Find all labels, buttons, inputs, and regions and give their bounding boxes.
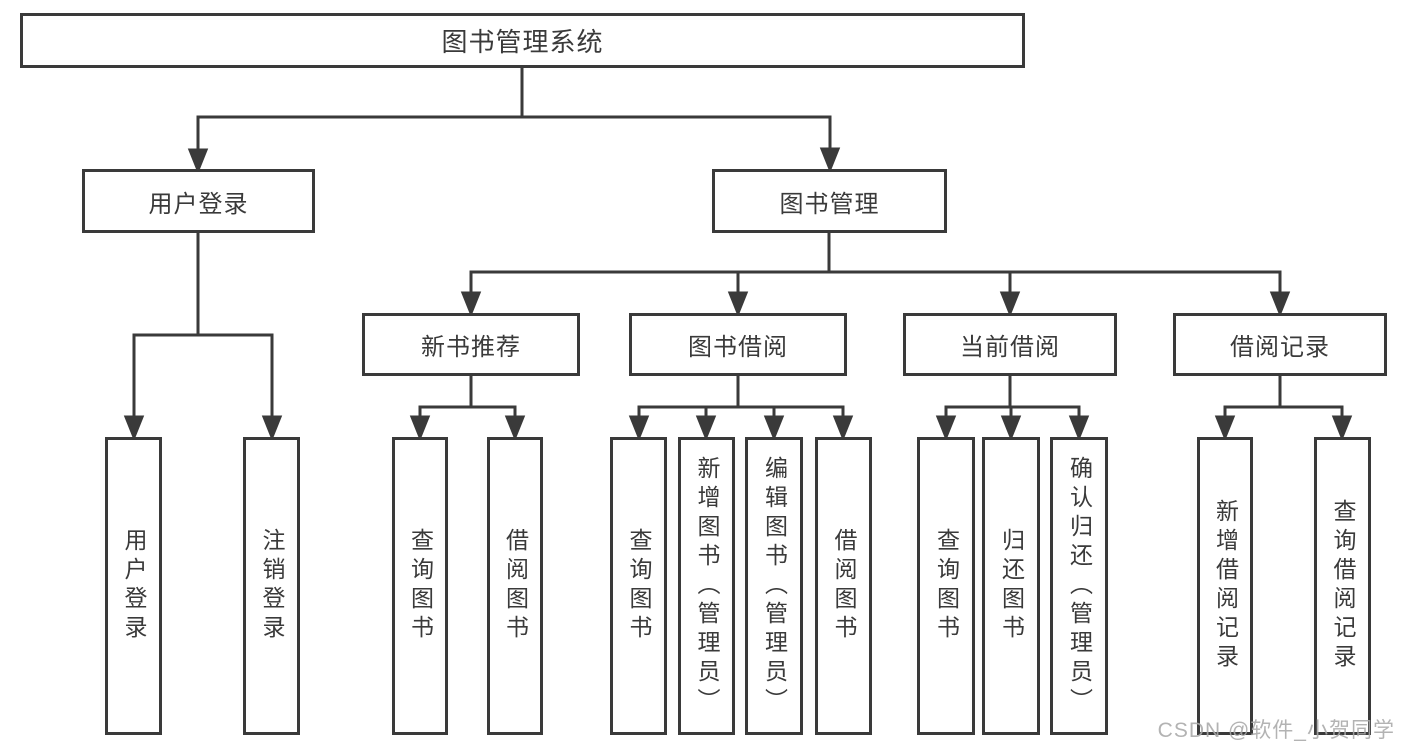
leaf-recommend-query-books: 查询图书 xyxy=(392,437,448,735)
leaf-borrowing-edit-books-label: 编辑图书（管理员） xyxy=(761,455,788,717)
node-user-login-label: 用户登录 xyxy=(148,190,249,218)
leaf-recommend-query-books-label: 查询图书 xyxy=(407,528,434,644)
leaf-current-return-books-label: 归还图书 xyxy=(998,528,1025,644)
csdn-watermark: CSDN @软件_小贺同学 xyxy=(1157,719,1395,742)
leaf-borrowing-edit-books: 编辑图书（管理员） xyxy=(745,437,803,735)
leaf-current-return-books: 归还图书 xyxy=(982,437,1040,735)
leaf-borrowing-borrow-books: 借阅图书 xyxy=(815,437,872,735)
leaf-borrowing-query-books: 查询图书 xyxy=(610,437,667,735)
node-root: 图书管理系统 xyxy=(20,13,1025,68)
leaf-current-query-books-label: 查询图书 xyxy=(933,528,960,644)
node-current-borrowing: 当前借阅 xyxy=(903,313,1117,376)
node-borrowing-records-label: 借阅记录 xyxy=(1230,334,1330,361)
leaf-logout-label: 注销登录 xyxy=(259,528,285,644)
leaf-recommend-borrow-books: 借阅图书 xyxy=(487,437,543,735)
leaf-records-query-record: 查询借阅记录 xyxy=(1314,437,1371,735)
leaf-current-query-books: 查询图书 xyxy=(917,437,975,735)
connector-book-borrowing-to-leaves xyxy=(628,375,854,442)
node-root-label: 图书管理系统 xyxy=(441,27,604,57)
node-book-management-label: 图书管理 xyxy=(779,190,880,218)
node-new-book-recommend-label: 新书推荐 xyxy=(421,334,521,361)
leaf-records-add-record-label: 新增借阅记录 xyxy=(1212,499,1239,673)
leaf-borrowing-add-books-label: 新增图书（管理员） xyxy=(694,455,720,717)
connector-new-book-recommend-to-leaves xyxy=(409,375,526,442)
node-user-login: 用户登录 xyxy=(82,169,315,233)
leaf-records-add-record: 新增借阅记录 xyxy=(1197,437,1253,735)
leaf-borrowing-borrow-books-label: 借阅图书 xyxy=(831,528,857,644)
node-borrowing-records: 借阅记录 xyxy=(1173,313,1387,376)
leaf-borrowing-query-books-label: 查询图书 xyxy=(626,528,652,644)
leaf-user-login: 用户登录 xyxy=(105,437,162,735)
connector-root-to-level2 xyxy=(187,68,841,175)
leaf-records-query-record-label: 查询借阅记录 xyxy=(1330,499,1356,673)
leaf-recommend-borrow-books-label: 借阅图书 xyxy=(502,528,529,644)
connector-user-login-to-leaves xyxy=(123,233,283,442)
leaf-logout: 注销登录 xyxy=(243,437,300,735)
leaf-borrowing-add-books: 新增图书（管理员） xyxy=(678,437,735,735)
leaf-current-confirm-return-label: 确认归还（管理员） xyxy=(1066,455,1093,717)
connector-borrowing-records-to-leaves xyxy=(1214,375,1353,442)
node-book-borrowing: 图书借阅 xyxy=(629,313,847,376)
leaf-user-login-label: 用户登录 xyxy=(121,528,147,644)
node-book-management: 图书管理 xyxy=(712,169,947,233)
connector-current-borrowing-to-leaves xyxy=(935,375,1090,442)
node-current-borrowing-label: 当前借阅 xyxy=(960,334,1060,361)
node-book-borrowing-label: 图书借阅 xyxy=(688,334,788,361)
leaf-current-confirm-return: 确认归还（管理员） xyxy=(1050,437,1108,735)
node-new-book-recommend: 新书推荐 xyxy=(362,313,580,376)
connector-book-management-to-level3 xyxy=(460,232,1291,318)
